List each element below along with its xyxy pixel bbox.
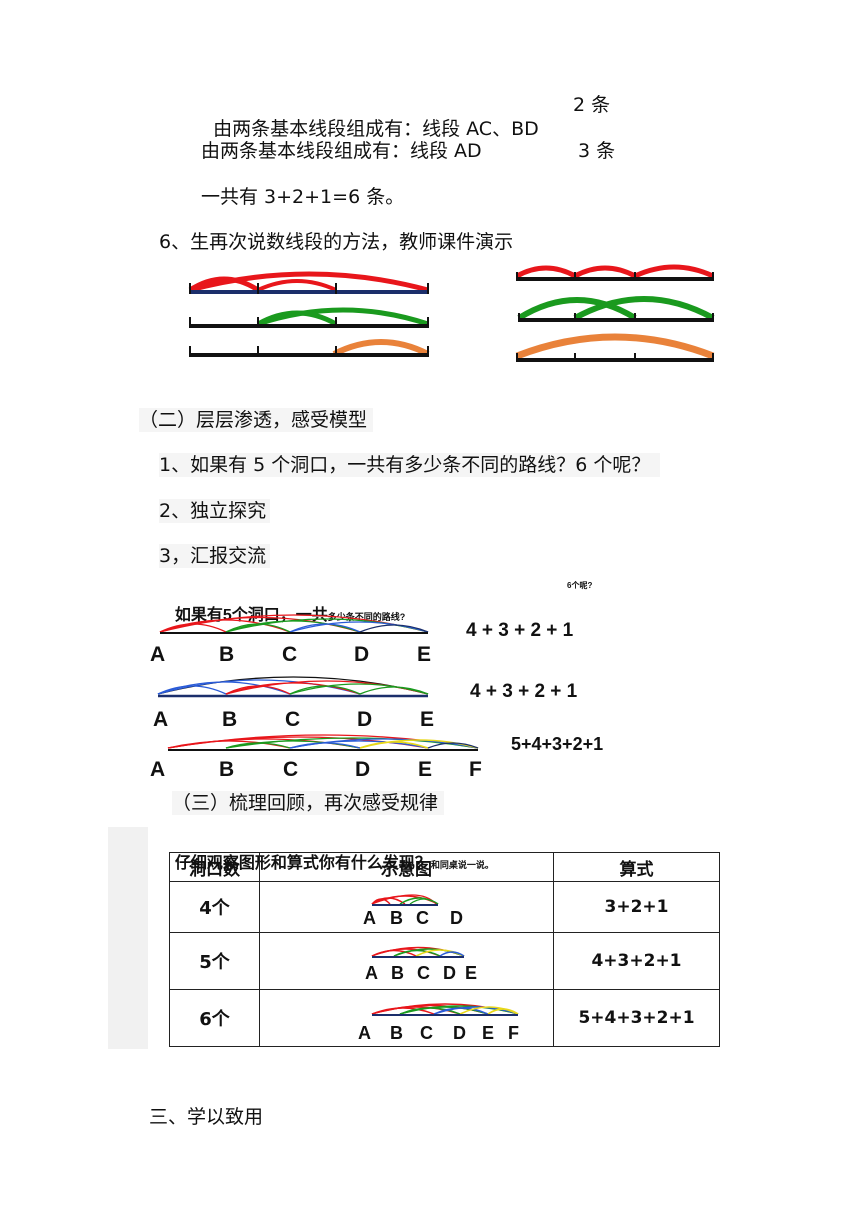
row-formula: 3+2+1 <box>553 881 720 933</box>
question-2: 2、独立探究 <box>159 499 271 523</box>
row-diagram: A B C D <box>259 881 554 933</box>
demo-arc <box>573 265 637 279</box>
caves-six: 6个呢? <box>567 581 593 590</box>
demo-arc <box>257 307 429 327</box>
header-holes: 洞口数 <box>169 852 260 882</box>
demo-arc <box>517 297 637 321</box>
caves-row-3 <box>167 734 479 751</box>
total-line: 一共有 3+2+1=6 条。 <box>201 186 405 208</box>
section-2-title: （二）层层渗透，感受模型 <box>139 408 374 432</box>
row-diagram: A B C D E <box>259 932 554 990</box>
segment-line-1: 由两条基本线段组成有：线段 AC、BD <box>201 93 539 141</box>
demo-arc <box>257 279 337 292</box>
step-6-line: 6、生再次说数线段的方法，教师课件演示 <box>159 231 514 253</box>
demo-arc <box>573 296 715 321</box>
hole-count: 6个 <box>169 989 260 1047</box>
hole-count: 5个 <box>169 932 260 990</box>
header-diagram: 示意图 <box>259 852 554 882</box>
diagram-6 <box>371 1003 519 1016</box>
summary-table: 洞口数 示意图 算式 4个 A B C D 3+2+1 5个 <box>169 852 720 1047</box>
table-row: 6个 A B C D E F <box>169 989 720 1047</box>
demo-arc <box>332 339 430 357</box>
diagram-5 <box>371 946 465 958</box>
summary-panel-shade <box>108 827 148 1049</box>
segment-line-2: 由两条基本线段组成有：线段 AD <box>201 140 482 162</box>
diagram-4 <box>371 894 439 906</box>
question-1: 1、如果有 5 个洞口，一共有多少条不同的路线？6 个呢？ <box>159 453 661 477</box>
section-4-title: 三、学以致用 <box>149 1106 264 1128</box>
table-row: 4个 A B C D 3+2+1 <box>169 881 720 933</box>
caves-row-1 <box>159 614 429 634</box>
formula-2: 4 + 3 + 2 + 1 <box>470 681 578 702</box>
row-formula: 5+4+3+2+1 <box>553 989 720 1047</box>
demo-arc <box>189 271 429 293</box>
hole-count: 4个 <box>169 881 260 933</box>
header-formula: 算式 <box>553 852 720 882</box>
segment-line-2-count: 3 条 <box>578 140 616 162</box>
caves-row-2 <box>157 676 429 698</box>
summary-header-row: 洞口数 示意图 算式 <box>169 852 720 882</box>
demo-arc <box>515 265 577 279</box>
table-row: 5个 A B C D E 4+3+2+1 <box>169 932 720 990</box>
question-3: 3，汇报交流 <box>159 544 271 568</box>
segment-demo-figure <box>188 264 715 362</box>
formula-1: 4 + 3 + 2 + 1 <box>466 620 574 641</box>
demo-arc <box>515 333 715 360</box>
formula-3: 5+4+3+2+1 <box>511 734 604 754</box>
demo-arc <box>633 264 715 279</box>
segment-line-1-text: 由两条基本线段组成有：线段 AC、BD <box>213 118 539 140</box>
section-3-title: （三）梳理回顾，再次感受规律 <box>172 791 445 815</box>
row-diagram: A B C D E F <box>259 989 554 1047</box>
caves-figure <box>157 614 479 751</box>
demo-right <box>515 264 715 362</box>
segment-line-1-count: 2 条 <box>573 94 611 116</box>
row-formula: 4+3+2+1 <box>553 932 720 990</box>
demo-left <box>188 271 430 357</box>
